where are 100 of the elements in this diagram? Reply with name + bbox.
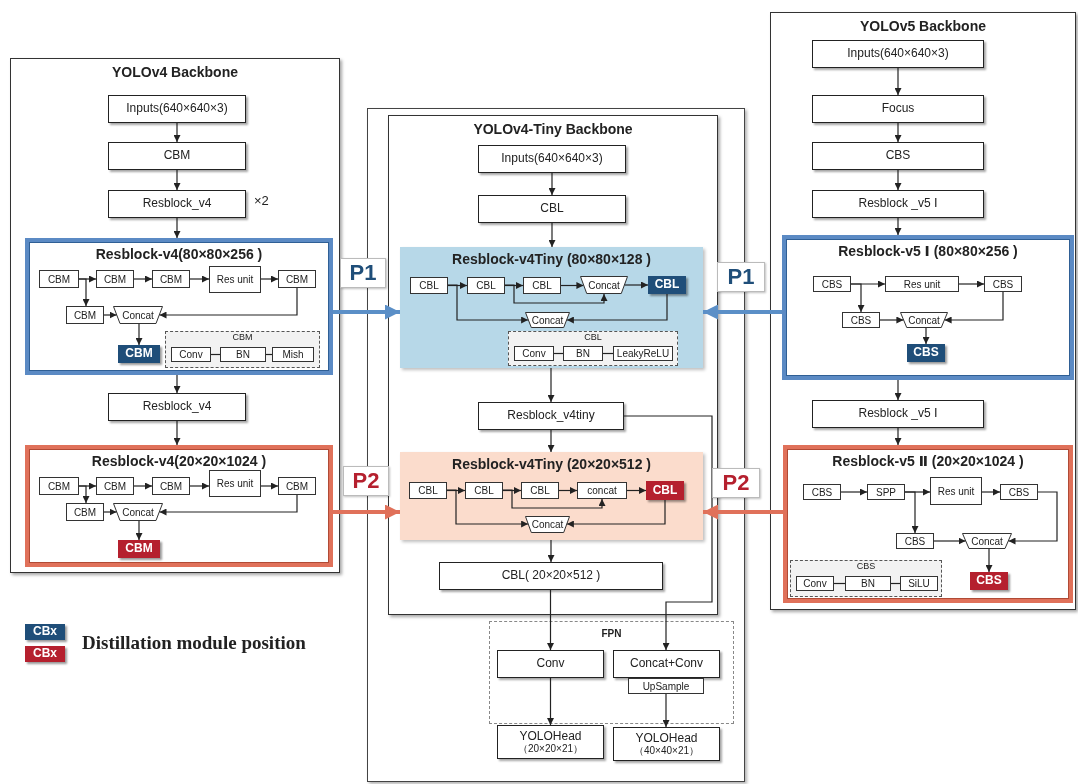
block-title: Resblock-v4(20×20×1024 ): [90, 454, 268, 470]
arrow: [103, 311, 118, 319]
edge-label: P2: [343, 466, 389, 496]
process-box: Resblock_v4: [108, 393, 246, 421]
arrow: [547, 589, 554, 651]
layer-box: LeakyReLU: [613, 346, 673, 361]
layer-box: CBM: [278, 477, 316, 495]
arrow: [133, 482, 153, 490]
arrow: [548, 172, 556, 196]
concat-trapezoid: Concat: [113, 306, 163, 324]
arrow: [894, 379, 902, 401]
arrow: [624, 281, 649, 289]
layer-box: Res unit: [885, 276, 959, 292]
arrow: [173, 374, 181, 394]
arrow: [958, 280, 985, 288]
arrow: [558, 487, 578, 494]
arrow: [922, 327, 930, 345]
arrow: [333, 504, 400, 520]
highlighted-layer-box: CBx: [25, 624, 65, 640]
concat-trapezoid: Concat: [962, 533, 1012, 549]
layer-box: SiLU: [900, 576, 938, 591]
arrow: [260, 482, 279, 490]
block-title: YOLOv4-Tiny Backbone: [472, 122, 634, 138]
backbone-panel: [388, 115, 718, 615]
process-box: CBS: [812, 142, 984, 170]
arrow: [173, 169, 181, 191]
block-title: YOLOv5 Backbone: [858, 19, 987, 35]
arrow: [894, 67, 902, 96]
layer-box: CBS: [813, 276, 851, 292]
block-title: Resblock-v4Tiny (20×20×512 ): [451, 457, 652, 473]
arrow: [173, 217, 181, 239]
arrow: [1007, 491, 1058, 545]
arrow: [985, 548, 993, 573]
resblock-block: [25, 445, 333, 567]
layer-box: concat: [577, 482, 627, 499]
arrow: [333, 304, 400, 320]
block-title: CBS: [855, 562, 877, 572]
layer-box: CBL: [523, 277, 561, 294]
arrow: [840, 488, 868, 496]
layer-box: CBS: [842, 312, 880, 328]
process-box: CBL: [478, 195, 626, 223]
backbone-panel: [10, 58, 340, 573]
concat-trapezoid: Concat: [525, 312, 570, 328]
fpn-group: [489, 621, 734, 724]
arrow: [189, 275, 210, 283]
layer-box: CBM: [66, 503, 104, 521]
arrow: [547, 429, 555, 453]
arrow: [560, 282, 584, 289]
layer-box: CBL: [467, 277, 505, 294]
block-title: FPN: [600, 628, 623, 639]
layer-box: CBL: [521, 482, 559, 499]
arrow: [879, 316, 904, 324]
layer-box: BN: [845, 576, 891, 591]
layer-box: BN: [220, 347, 266, 362]
arrow: [447, 284, 529, 324]
repeat-count: ×2: [254, 193, 269, 208]
process-box: Resblock _v5 Ⅰ: [812, 400, 984, 428]
dashed-group: [508, 331, 678, 366]
process-box: Resblock _v5 Ⅰ: [812, 190, 984, 218]
process-box: Concat+Conv: [613, 650, 720, 678]
layer-box: Conv: [171, 347, 211, 362]
arrow: [626, 487, 647, 494]
arrow: [981, 488, 1001, 496]
block-title: CBL: [583, 333, 603, 343]
layer-box: CBM: [39, 477, 79, 495]
arrow: [894, 169, 902, 191]
arrow: [173, 420, 181, 446]
arrow: [894, 427, 902, 446]
arrow: [547, 539, 555, 563]
block-title: YOLOv4 Backbone: [110, 65, 239, 81]
arrow: [547, 367, 555, 403]
concat-trapezoid: Concat: [580, 276, 628, 294]
process-box: CBL( 20×20×512 ): [439, 562, 663, 590]
dashed-group: [165, 331, 320, 368]
layer-box: CBM: [152, 270, 190, 288]
highlighted-layer-box: CBM: [118, 345, 160, 363]
arrow: [904, 491, 919, 534]
arrow: [894, 217, 902, 236]
block-title: CBM: [231, 333, 254, 343]
highlighted-layer-box: CBS: [907, 344, 945, 362]
layer-box: CBM: [39, 270, 79, 288]
arrow: [944, 291, 1004, 324]
resblock-block: [782, 235, 1074, 380]
arrow: [158, 287, 298, 319]
arrow: [78, 485, 90, 504]
resblock-block: [783, 445, 1073, 603]
resblock-block: [400, 247, 703, 368]
arrow: [135, 520, 143, 541]
arrow: [103, 508, 118, 516]
process-box: Focus: [812, 95, 984, 123]
process-box: CBM: [108, 142, 246, 170]
layer-box: Res unit: [930, 477, 982, 505]
arrow: [933, 537, 967, 545]
process-box: YOLOHead （20×20×21）: [497, 725, 604, 759]
arrow: [850, 283, 865, 313]
backbone-panel: [770, 12, 1076, 610]
process-box: Inputs(640×640×3): [108, 95, 246, 123]
concat-trapezoid: Concat: [113, 503, 163, 521]
layer-box: CBL: [465, 482, 503, 499]
resblock-block: [25, 238, 333, 375]
